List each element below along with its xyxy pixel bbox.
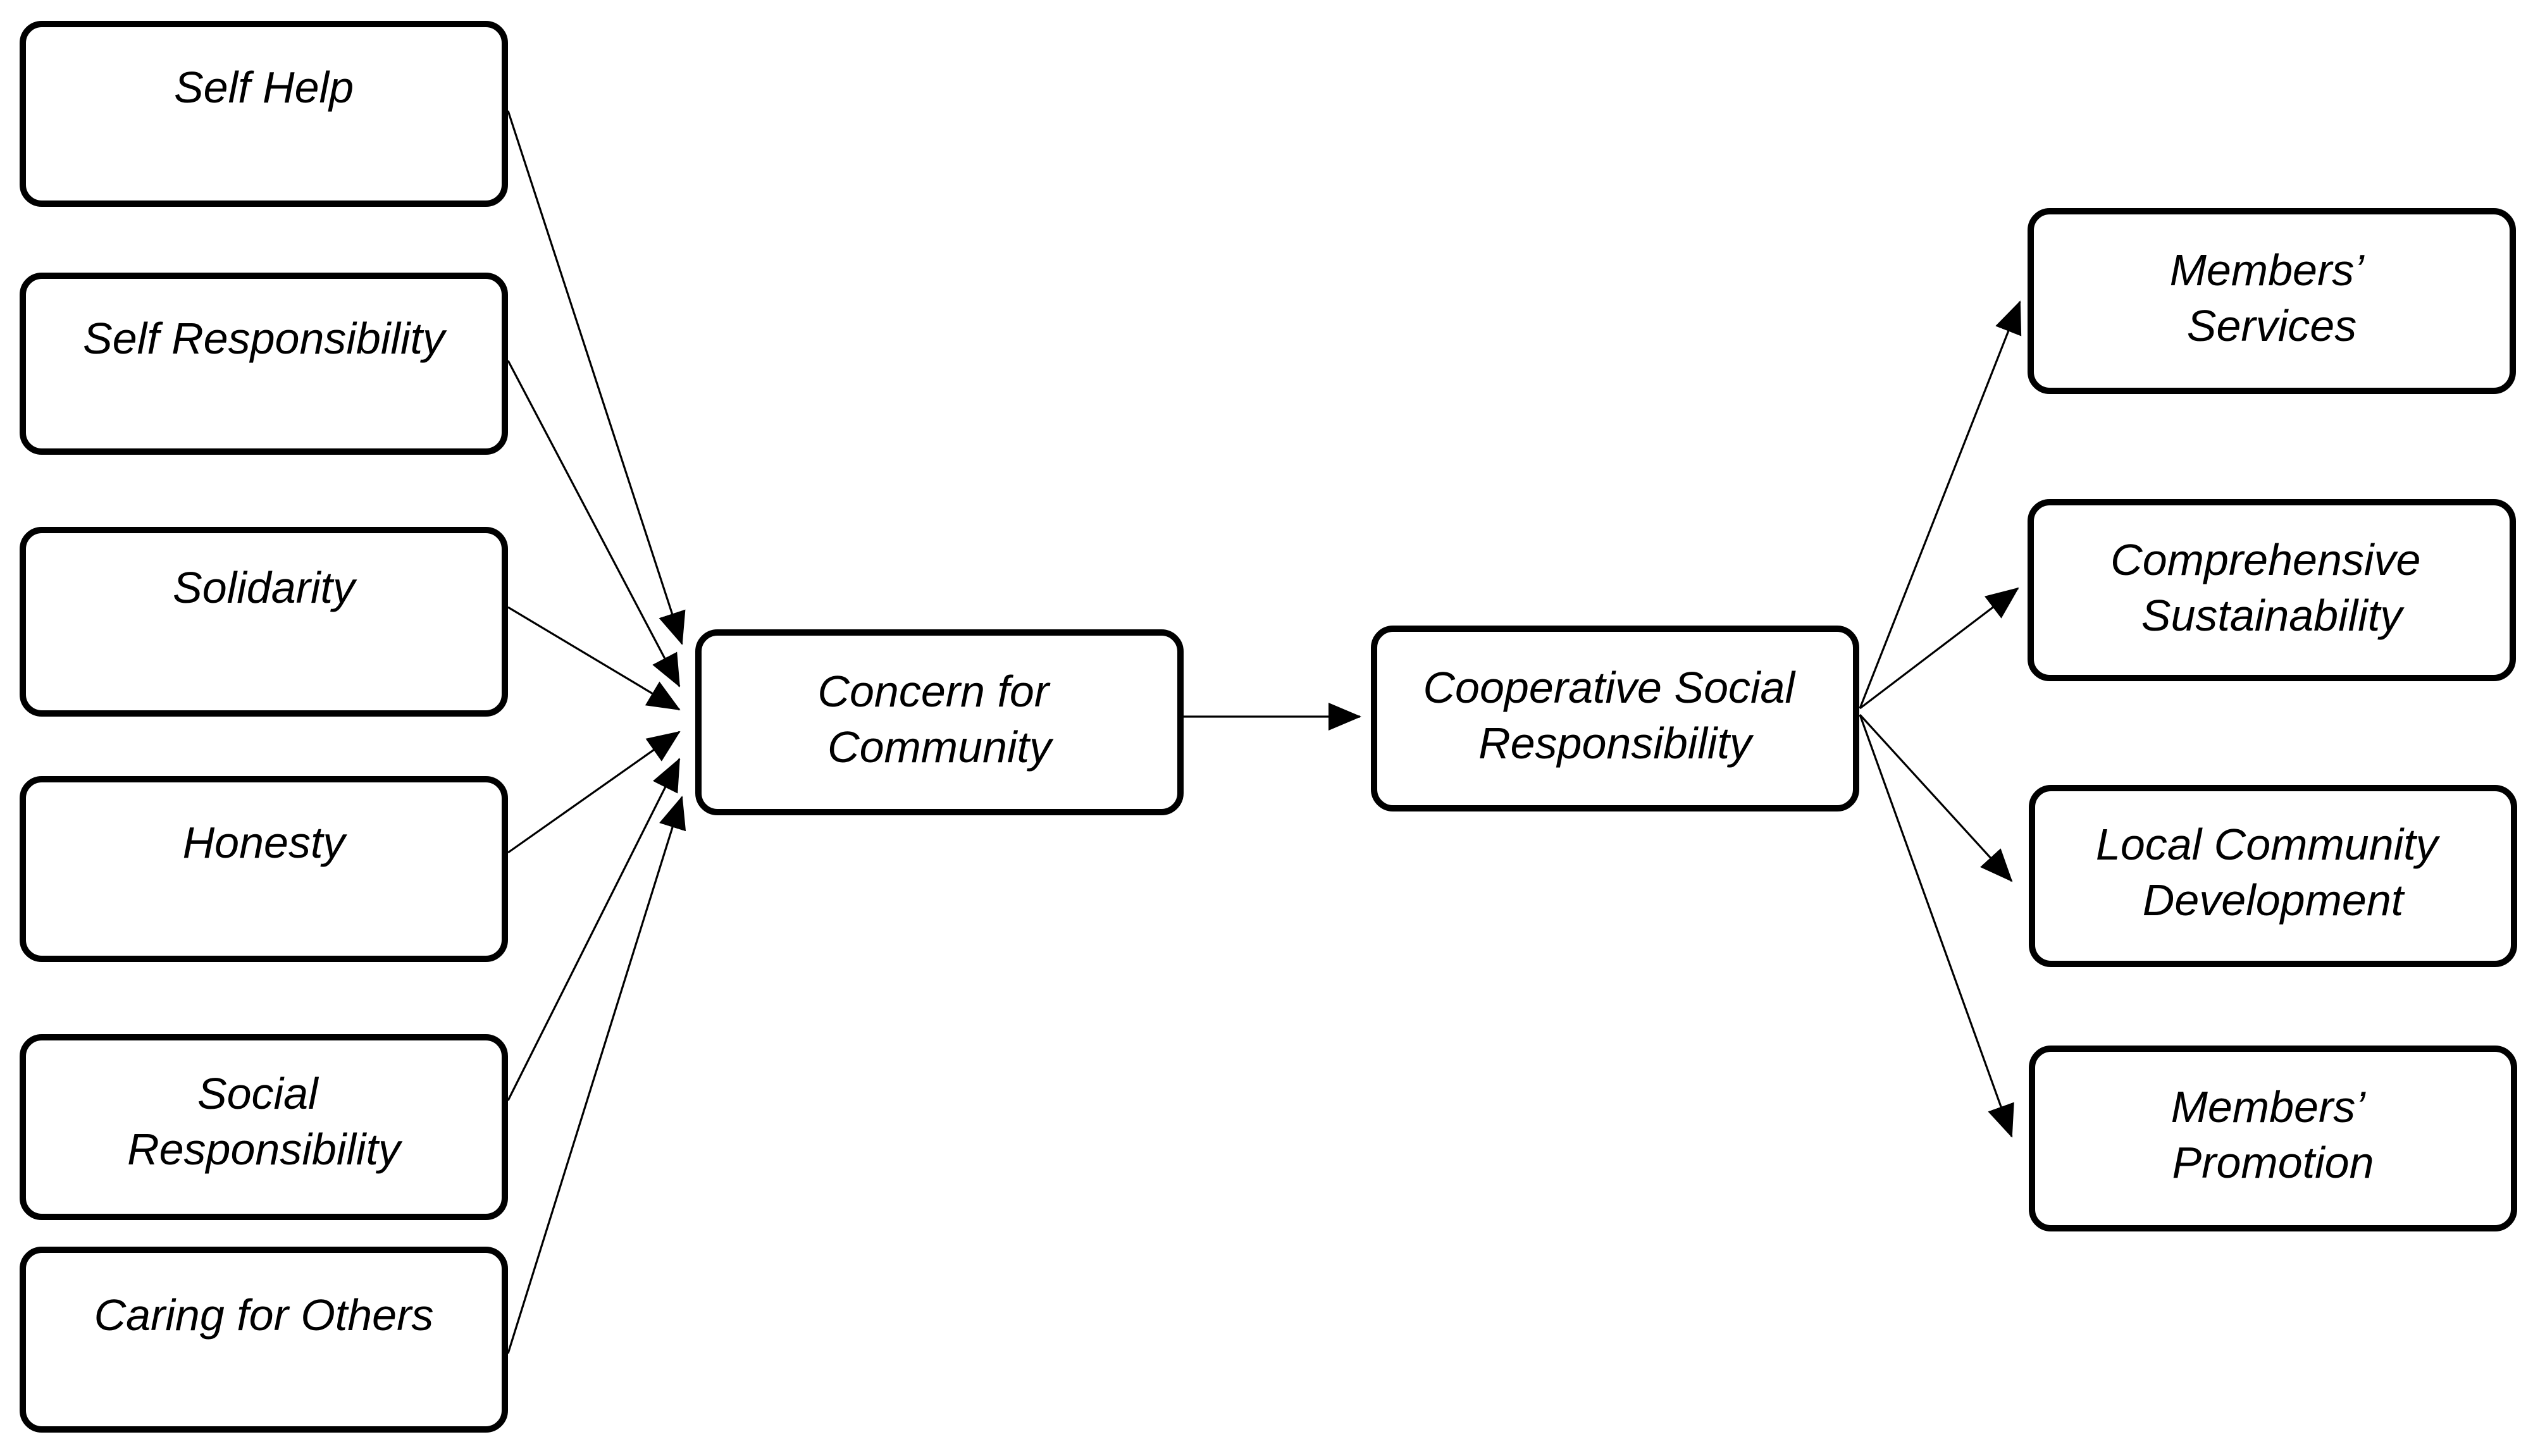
svg-text:Members’ Services: Members’ Services [2170,245,2374,350]
node-members-services: Members’ Services [2028,208,2516,394]
node-label-line: Social [197,1069,319,1118]
node-label-line: Cooperative Social [1423,663,1796,712]
edge-cooperative-to-local-community-development [1859,713,2013,882]
svg-text:Cooperative Social Respo: Cooperative Social Responsibility [1423,663,1807,768]
node-label-line: Local Community [2096,820,2441,869]
edge-self-help-to-concern [507,110,686,645]
node-self-responsibility: Self Responsibility [20,273,508,455]
edge-self-responsibility-to-concern [507,360,681,688]
svg-text:Local Community Developm: Local Community Development [2096,820,2450,925]
edge-solidarity-to-concern [507,606,681,711]
svg-text:Comprehensive Sustainabi: Comprehensive Sustainability [2110,535,2433,640]
svg-text:Concern for Community: Concern for Community [817,667,1061,772]
edge-social-responsibility-to-concern [507,758,681,1101]
node-label-line: Responsibility [127,1125,403,1174]
node-label-line: Development [2143,875,2405,925]
edge-caring-for-others-to-concern [507,796,686,1354]
node-comprehensive-sustainability: Comprehensive Sustainability [2028,499,2516,681]
svg-text:Members’ Promotion: Members’ Promotion [2171,1082,2375,1187]
node-members-promotion: Members’ Promotion [2029,1046,2517,1231]
node-label-line: Services [2187,301,2356,350]
edge-honesty-to-concern [507,731,681,854]
node-label-line: Responsibility [1478,719,1754,768]
node-caring-for-others: Caring for Others [20,1247,508,1433]
node-label-line: Promotion [2172,1138,2374,1187]
node-label-line: Concern for [817,667,1050,716]
node-label-line: Community [827,722,1054,772]
node-label-line: Honesty [183,818,348,867]
edges [507,110,2022,1354]
edge-cooperative-to-comprehensive-sustainability [1859,587,2019,710]
edge-cooperative-to-members-promotion [1859,714,2014,1138]
node-label-line: Members’ [2170,245,2365,295]
node-label-line: Sustainability [2141,591,2405,640]
node-local-community-development: Local Community Development [2029,785,2517,967]
node-label-line: Comprehensive [2110,535,2420,584]
node-self-help: Self Help [20,21,508,207]
svg-text:Self Help: Self Help [174,63,354,112]
svg-text:Solidarity: Solidarity [173,563,357,612]
node-label-line: Solidarity [173,563,357,612]
node-social-responsibility: Social Responsibility [20,1034,508,1220]
edge-cooperative-to-members-services [1859,300,2022,709]
node-solidarity: Solidarity [20,527,508,717]
node-concern-for-community: Concern for Community [695,629,1184,815]
node-label-line: Members’ [2171,1082,2367,1132]
node-label-line: Self Help [174,63,354,112]
svg-text:Self Responsibility: Self Responsibility [83,314,447,363]
svg-text:Social Responsibility: Social Responsibility [127,1069,403,1174]
node-label-line: Self Responsibility [83,314,447,363]
node-honesty: Honesty [20,776,508,962]
node-label-line: Caring for Others [94,1290,434,1340]
node-cooperative-social-responsibility: Cooperative Social Responsibility [1371,626,1859,811]
svg-text:Caring for Others: Caring for Others [94,1290,434,1340]
svg-text:Honesty: Honesty [183,818,348,867]
